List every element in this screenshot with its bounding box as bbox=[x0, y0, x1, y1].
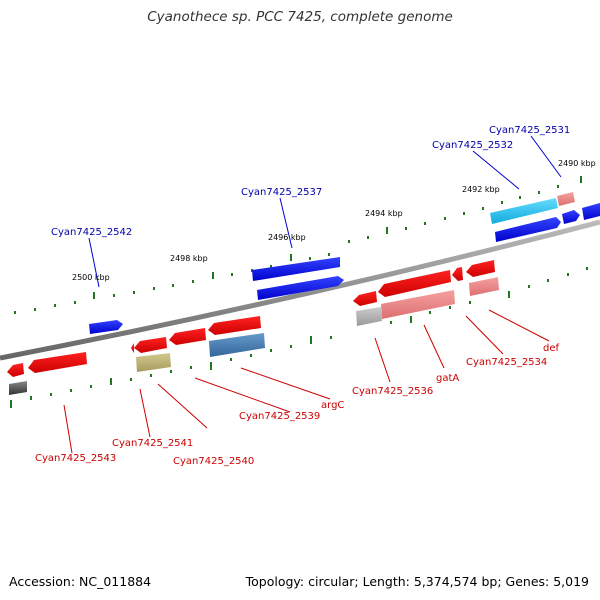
label-cyan7425-2531[interactable]: Cyan7425_2531 bbox=[489, 125, 570, 136]
plus-strand-genes bbox=[89, 192, 600, 334]
inner-tick-track bbox=[10, 267, 588, 408]
gene-cyan7425-2532-cyan[interactable] bbox=[490, 198, 558, 224]
callout-lines-plus bbox=[88, 135, 562, 288]
outer-tick-track bbox=[14, 176, 582, 314]
label-cyan7425-2536[interactable]: Cyan7425_2536 bbox=[352, 386, 433, 397]
gene-cyan7425-2537-a[interactable] bbox=[252, 257, 340, 281]
label-cyan7425-2543[interactable]: Cyan7425_2543 bbox=[35, 453, 116, 464]
label-cyan7425-2532[interactable]: Cyan7425_2532 bbox=[432, 140, 513, 151]
label-cyan7425-2541[interactable]: Cyan7425_2541 bbox=[112, 438, 193, 449]
minus-strand-genes bbox=[7, 260, 499, 395]
gene-small-red-2[interactable] bbox=[452, 267, 463, 281]
label-cyan7425-2542[interactable]: Cyan7425_2542 bbox=[51, 227, 132, 238]
tick-label-2492: 2492 kbp bbox=[462, 185, 500, 194]
gene-cyan7425-2536-red[interactable] bbox=[353, 291, 377, 306]
label-cyan7425-2539[interactable]: Cyan7425_2539 bbox=[239, 411, 320, 422]
gene-cyan7425-2543-red[interactable] bbox=[7, 363, 24, 377]
gene-cyan7425-2534[interactable] bbox=[469, 277, 499, 296]
label-def[interactable]: def bbox=[543, 343, 560, 354]
gene-cyan7425-2537[interactable] bbox=[257, 276, 344, 300]
gene-cyan7425-2542[interactable] bbox=[89, 320, 123, 334]
map-title: Cyanothece sp. PCC 7425, complete genome bbox=[147, 9, 453, 25]
label-cyan7425-2534[interactable]: Cyan7425_2534 bbox=[466, 357, 547, 368]
tick-label-2494: 2494 kbp bbox=[365, 209, 403, 218]
gene-gata-red[interactable] bbox=[378, 270, 451, 297]
gene-cyan7425-2543-dark[interactable] bbox=[9, 381, 27, 395]
chromosome-backbone bbox=[0, 219, 600, 361]
gene-argc[interactable] bbox=[209, 333, 265, 357]
tick-label-2498: 2498 kbp bbox=[170, 254, 208, 263]
gene-cyan7425-2536[interactable] bbox=[356, 307, 382, 326]
accession-label: Accession: NC_011884 bbox=[9, 574, 152, 589]
tick-label-2496: 2496 kbp bbox=[268, 233, 306, 242]
gene-small-red[interactable] bbox=[131, 343, 134, 353]
gene-cyan7425-2531[interactable] bbox=[562, 210, 580, 224]
gene-argc-red[interactable] bbox=[208, 316, 261, 335]
gene-cyan7425-2540[interactable] bbox=[136, 353, 171, 372]
gene-cyan7425-2543[interactable] bbox=[28, 352, 87, 373]
label-cyan7425-2540[interactable]: Cyan7425_2540 bbox=[173, 456, 254, 467]
callout-lines-minus bbox=[63, 309, 550, 454]
label-cyan7425-2537[interactable]: Cyan7425_2537 bbox=[241, 187, 322, 198]
gene-cyan7425-2532[interactable] bbox=[495, 217, 561, 242]
topology-label: Topology: circular; Length: 5,374,574 bp… bbox=[245, 574, 589, 589]
label-argc[interactable]: argC bbox=[321, 400, 344, 411]
tick-label-2490: 2490 kbp bbox=[558, 159, 596, 168]
label-gata[interactable]: gatA bbox=[436, 373, 459, 384]
gene-cyan7425-2541[interactable] bbox=[134, 337, 167, 353]
gene-gata[interactable] bbox=[381, 290, 455, 319]
gene-cyan7425-2531-pink[interactable] bbox=[557, 192, 575, 206]
gene-cyan7425-2534-red[interactable] bbox=[466, 260, 495, 277]
gene-cyan7425-2539[interactable] bbox=[169, 328, 206, 345]
gene-edge-blue[interactable] bbox=[582, 203, 600, 220]
tick-label-2500: 2500 kbp bbox=[72, 273, 110, 282]
